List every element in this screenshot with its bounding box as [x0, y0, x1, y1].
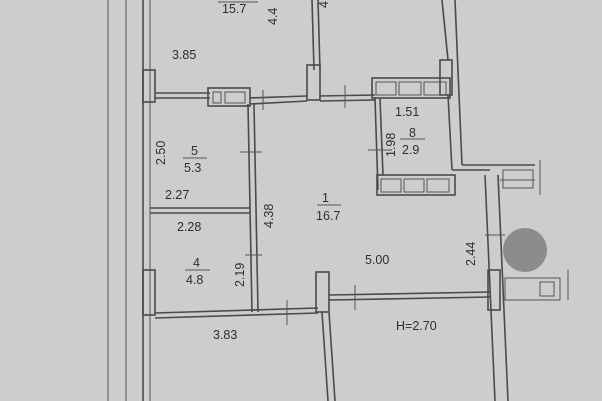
room-4-width: 2.28 — [177, 220, 201, 234]
room-8-number: 8 — [409, 126, 416, 140]
room-4-area: 4.8 — [186, 273, 203, 287]
outer-walls — [107, 0, 569, 401]
interior-walls — [150, 0, 505, 401]
room-1-width: 5.00 — [365, 253, 389, 267]
bottom-room-width: 3.83 — [213, 328, 237, 342]
room-5-depth: 2.50 — [154, 141, 168, 165]
room-5-area: 5.3 — [184, 161, 201, 175]
corridor-side-dimension: 2.44 — [464, 242, 478, 266]
room-8-depth: 1.98 — [384, 133, 398, 157]
room-area-top-left: 15.7 — [222, 2, 246, 16]
room-8-width: 1.51 — [395, 105, 419, 119]
room-8-area: 2.9 — [402, 143, 419, 157]
room-5-number: 5 — [191, 144, 198, 158]
room-1-area: 16.7 — [316, 209, 340, 223]
room-depth-top-left: 4.4 — [266, 8, 280, 25]
redaction-dot — [503, 228, 547, 272]
room-4-depth: 2.19 — [233, 263, 247, 287]
ceiling-height: H=2.70 — [396, 319, 437, 333]
top-right-partial-label: 4 — [317, 1, 331, 8]
room-width-top-left: 3.85 — [172, 48, 196, 62]
room-1-number: 1 — [322, 191, 329, 205]
room-4-number: 4 — [193, 256, 200, 270]
room-1-depth: 4.38 — [262, 204, 276, 228]
room-5-width: 2.27 — [165, 188, 189, 202]
